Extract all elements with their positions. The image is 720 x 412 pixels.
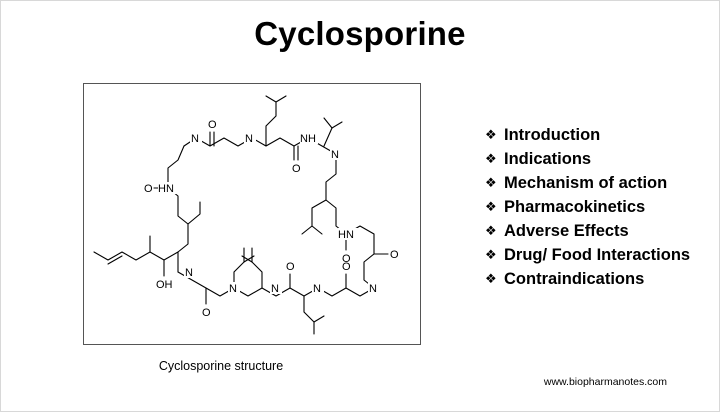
topic-label: Indications xyxy=(504,150,592,168)
diamond-bullet-icon: ❖ xyxy=(485,223,497,238)
topic-label: Pharmacokinetics xyxy=(504,198,646,216)
atom-label: OH xyxy=(156,279,173,291)
topic-label: Drug/ Food Interactions xyxy=(504,246,691,264)
topic-item: ❖ Pharmacokinetics xyxy=(485,195,690,219)
atom-label: O xyxy=(390,249,399,261)
atom-label: O xyxy=(342,261,351,273)
atom-label: N xyxy=(313,283,321,295)
atom-label: N xyxy=(245,133,253,145)
topic-list: ❖ Introduction ❖ Indications ❖ Mechanism of… xyxy=(485,123,690,291)
structure-figure: N N NH N HN N N N N N HN xyxy=(83,83,421,345)
diamond-bullet-icon: ❖ xyxy=(485,247,497,262)
atom-label: HN xyxy=(158,183,174,195)
atom-label: O xyxy=(208,119,217,131)
diamond-bullet-icon: ❖ xyxy=(485,175,497,190)
structure-caption: Cyclosporine structure xyxy=(158,359,284,373)
cyclosporine-structure-diagram: N N NH N HN N N N N N HN xyxy=(93,95,399,335)
topic-item: ❖ Contraindications xyxy=(485,267,690,291)
topic-label: Adverse Effects xyxy=(504,222,629,240)
diamond-bullet-icon: ❖ xyxy=(485,127,497,142)
atom-label: O xyxy=(342,253,351,265)
atom-label: N xyxy=(331,149,339,161)
diamond-bullet-icon: ❖ xyxy=(485,151,497,166)
diamond-bullet-icon: ❖ xyxy=(485,271,497,286)
atom-label: N xyxy=(191,133,199,145)
atom-label: N xyxy=(271,283,279,295)
topic-item: ❖ Drug/ Food Interactions xyxy=(485,243,690,267)
atom-label: N xyxy=(229,283,237,295)
atom-label: O xyxy=(144,183,153,195)
diamond-bullet-icon: ❖ xyxy=(485,199,497,214)
topic-item: ❖ Adverse Effects xyxy=(485,219,690,243)
topic-item: ❖ Introduction xyxy=(485,123,690,147)
slide-title: Cyclosporine xyxy=(254,15,466,52)
topic-item: ❖ Mechanism of action xyxy=(485,171,690,195)
atom-label: O xyxy=(286,261,295,273)
website-credit: www.biopharmanotes.com xyxy=(543,376,667,388)
atom-label: N xyxy=(185,267,193,279)
atom-label: O xyxy=(202,307,211,319)
atom-label: N xyxy=(369,283,377,295)
topic-label: Mechanism of action xyxy=(504,174,668,192)
atom-label: O xyxy=(292,163,301,175)
atom-label: HN xyxy=(338,229,354,241)
topic-label: Contraindications xyxy=(504,270,645,288)
topic-item: ❖ Indications xyxy=(485,147,690,171)
atom-label: NH xyxy=(300,133,316,145)
topic-label: Introduction xyxy=(504,126,601,144)
